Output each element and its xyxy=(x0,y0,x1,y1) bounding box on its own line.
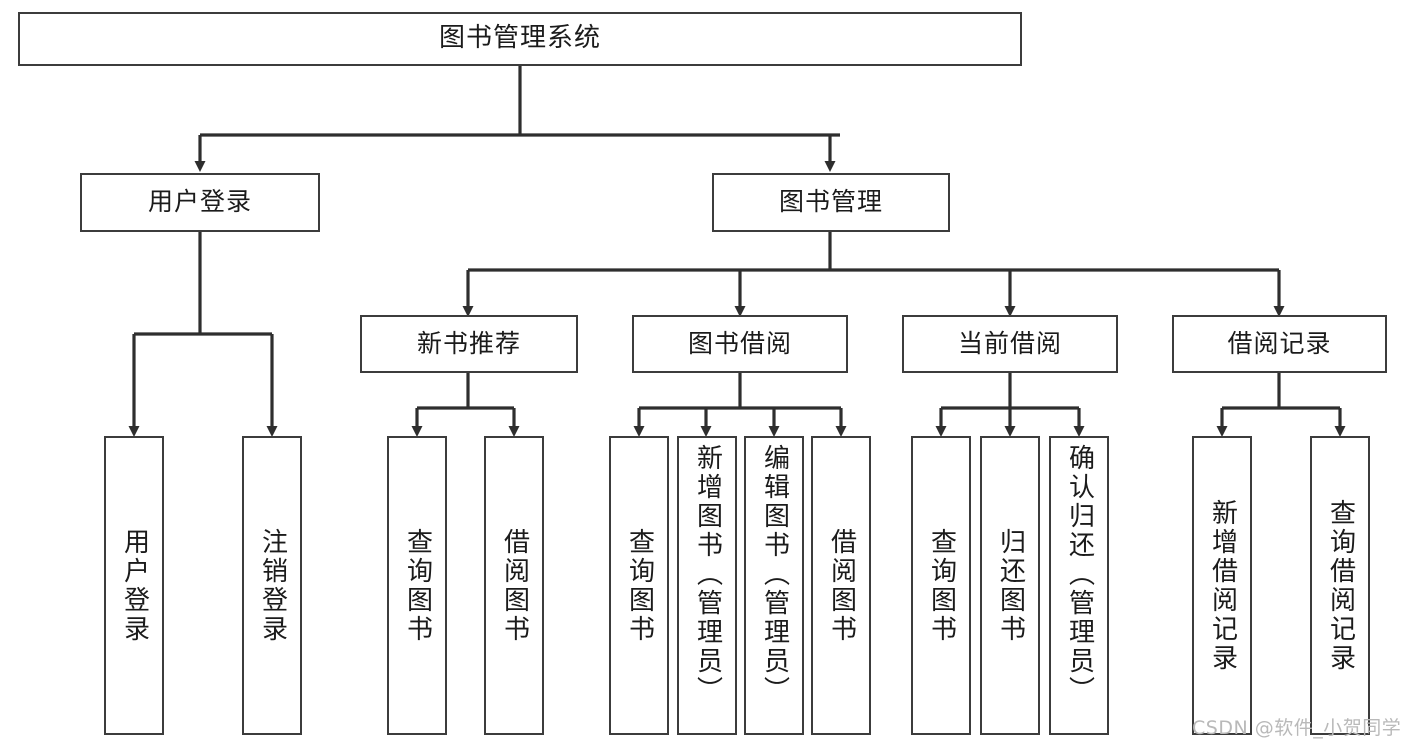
node-new-book-recommend-label: 新书推荐 xyxy=(416,328,521,358)
leaf-borrow-book-2[interactable]: 借阅图书 xyxy=(811,436,871,735)
leaf-borrow-book-1-label: 借阅图书 xyxy=(499,527,530,644)
leaf-query-record[interactable]: 查询借阅记录 xyxy=(1310,436,1370,735)
watermark-text: CSDN @软件_小贺同学 xyxy=(1192,717,1402,739)
leaf-add-book[interactable]: 新增图书（管理员） xyxy=(677,436,737,735)
leaf-add-book-label: 新增图书（管理员） xyxy=(692,444,723,705)
node-book-manage[interactable]: 图书管理 xyxy=(712,173,950,232)
leaf-add-record-label: 新增借阅记录 xyxy=(1207,498,1238,673)
node-root-label: 图书管理系统 xyxy=(438,23,601,54)
node-current-borrow[interactable]: 当前借阅 xyxy=(902,315,1118,373)
node-book-manage-label: 图书管理 xyxy=(778,187,883,217)
node-user-login[interactable]: 用户登录 xyxy=(80,173,320,232)
leaf-query-book-1-label: 查询图书 xyxy=(402,527,433,644)
node-current-borrow-label: 当前借阅 xyxy=(957,328,1062,358)
leaf-borrow-book-1[interactable]: 借阅图书 xyxy=(484,436,544,735)
leaf-user-login-label: 用户登录 xyxy=(119,527,150,644)
leaf-logout-login[interactable]: 注销登录 xyxy=(242,436,302,735)
node-root[interactable]: 图书管理系统 xyxy=(18,12,1022,66)
node-borrow-record-label: 借阅记录 xyxy=(1227,328,1332,358)
leaf-query-book-1[interactable]: 查询图书 xyxy=(387,436,447,735)
leaf-query-book-2-label: 查询图书 xyxy=(624,527,655,644)
leaf-edit-book-label: 编辑图书（管理员） xyxy=(759,444,790,705)
leaf-logout-login-label: 注销登录 xyxy=(257,527,288,644)
node-new-book-recommend[interactable]: 新书推荐 xyxy=(360,315,578,373)
node-book-borrow-label: 图书借阅 xyxy=(687,328,792,358)
leaf-borrow-book-2-label: 借阅图书 xyxy=(826,527,857,644)
leaf-edit-book[interactable]: 编辑图书（管理员） xyxy=(744,436,804,735)
leaf-return-book-label: 归还图书 xyxy=(995,527,1026,644)
node-borrow-record[interactable]: 借阅记录 xyxy=(1172,315,1387,373)
leaf-user-login[interactable]: 用户登录 xyxy=(104,436,164,735)
node-book-borrow[interactable]: 图书借阅 xyxy=(632,315,848,373)
leaf-query-record-label: 查询借阅记录 xyxy=(1325,498,1356,673)
leaf-query-book-3-label: 查询图书 xyxy=(926,527,957,644)
leaf-query-book-2[interactable]: 查询图书 xyxy=(609,436,669,735)
leaf-confirm-return-label: 确认归还（管理员） xyxy=(1064,444,1095,705)
leaf-return-book[interactable]: 归还图书 xyxy=(980,436,1040,735)
leaf-query-book-3[interactable]: 查询图书 xyxy=(911,436,971,735)
leaf-confirm-return[interactable]: 确认归还（管理员） xyxy=(1049,436,1109,735)
node-user-login-label: 用户登录 xyxy=(147,187,252,217)
leaf-add-record[interactable]: 新增借阅记录 xyxy=(1192,436,1252,735)
